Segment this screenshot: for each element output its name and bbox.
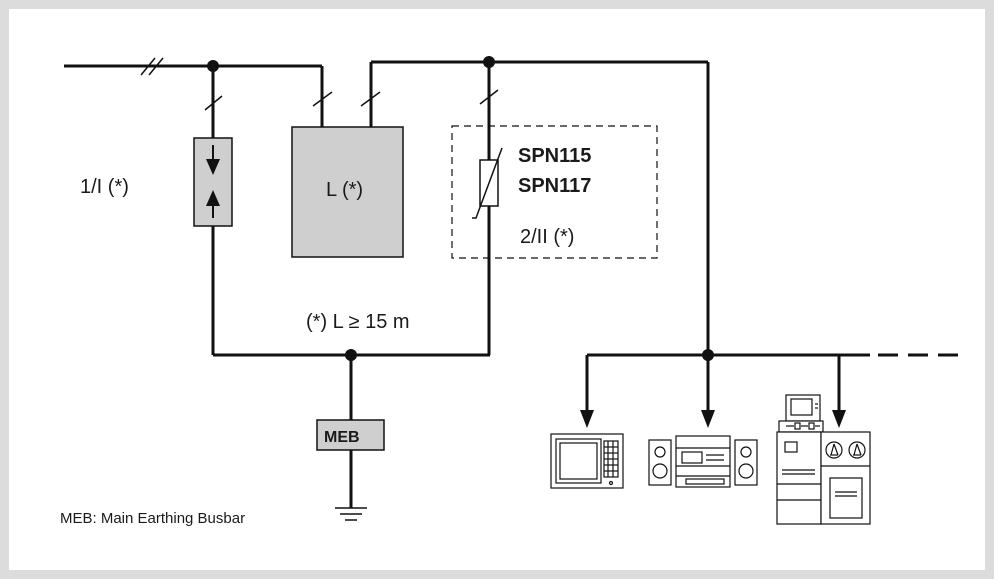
arrow-down-icon (701, 410, 715, 428)
arrow-down-icon (580, 410, 594, 428)
spd-type2-label: 2/II (*) (520, 226, 574, 248)
monitor-icon (550, 433, 624, 489)
meb-label: MEB (324, 429, 360, 446)
spd-model-b: SPN117 (518, 175, 591, 197)
main-conductors (64, 60, 870, 508)
equipment-arrowheads (580, 410, 846, 428)
spd-model-a: SPN115 (518, 145, 591, 167)
computer-workstation-icon (776, 394, 871, 525)
spd-type1-device (193, 137, 233, 227)
distance-box (291, 126, 404, 258)
meb-box (316, 419, 385, 451)
arrow-up-icon (206, 190, 220, 218)
junction-dots (207, 56, 714, 361)
arrow-down-icon (832, 410, 846, 428)
distance-note: (*) L ≥ 15 m (306, 311, 410, 333)
arrow-down-icon (206, 145, 220, 175)
distance-box-label: L (*) (326, 179, 363, 201)
spd-type1-label: 1/I (*) (80, 176, 129, 198)
varistor-icon (472, 147, 503, 219)
hifi-system-icon (648, 435, 758, 488)
spd-type2-enclosure (451, 125, 658, 259)
meb-legend: MEB: Main Earthing Busbar (60, 510, 245, 527)
conductor-ticks (140, 57, 499, 111)
ground-icon (335, 507, 367, 521)
